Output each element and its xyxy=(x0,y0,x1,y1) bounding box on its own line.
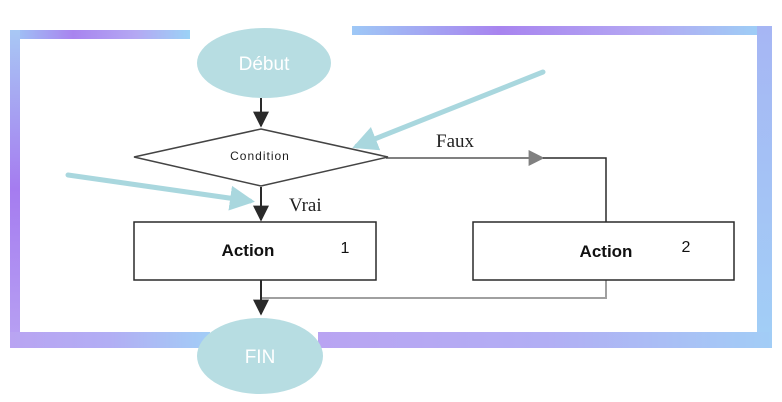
frame-top-right xyxy=(352,26,772,35)
decision-node: Condition xyxy=(133,128,389,187)
action-2-node: Action 2 xyxy=(472,221,735,281)
action-2-return-connector xyxy=(261,280,607,299)
action-1-label: Action xyxy=(222,241,275,260)
decorative-frame xyxy=(10,26,772,348)
action-1-box xyxy=(133,221,377,281)
frame-bottom-right xyxy=(318,332,772,348)
start-ellipse xyxy=(197,28,331,98)
action-2-label: Action xyxy=(580,242,633,261)
pointer-arrow-to-decision xyxy=(352,69,546,151)
true-branch-label: Vrai xyxy=(289,195,322,216)
pointer-arrow-to-true-branch xyxy=(65,172,255,211)
false-branch-down-connector xyxy=(543,157,607,222)
start-label: Début xyxy=(239,54,290,75)
decision-diamond xyxy=(133,128,389,187)
frame-top-left xyxy=(10,30,190,39)
frame-right xyxy=(757,26,772,348)
action-2-number: 2 xyxy=(682,239,691,256)
action-1-number: 1 xyxy=(341,240,350,257)
frame-left xyxy=(10,30,20,348)
end-label: FIN xyxy=(245,347,276,368)
decision-label: Condition xyxy=(230,149,290,163)
start-node: Début xyxy=(197,28,331,98)
connectors xyxy=(253,98,607,316)
frame-bottom-left xyxy=(10,332,210,348)
end-node: FIN xyxy=(197,318,323,394)
action-2-box xyxy=(472,221,735,281)
end-ellipse xyxy=(197,318,323,394)
false-branch-label: Faux xyxy=(436,131,475,152)
action-1-node: Action 1 xyxy=(133,221,377,281)
